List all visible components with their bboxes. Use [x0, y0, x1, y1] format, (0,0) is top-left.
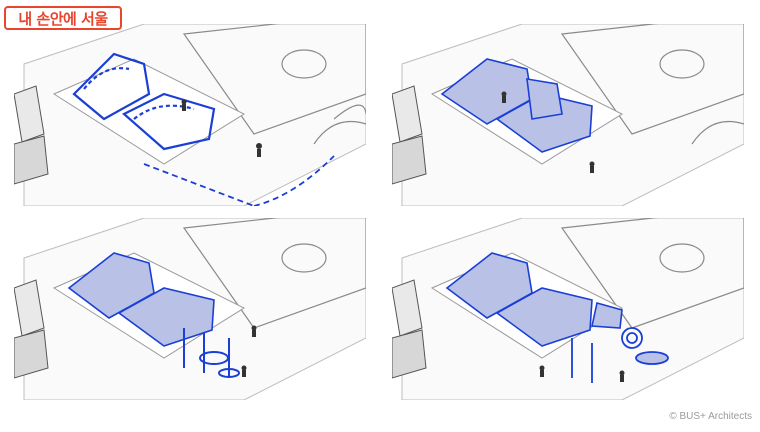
image-credit: © BUS+ Architects: [669, 411, 752, 422]
diagram-panel-step-4: [392, 218, 744, 400]
axonometric-site-plan-2: [392, 24, 744, 206]
neighbor-building: [392, 85, 427, 185]
diagram-panel-step-2: [392, 24, 744, 206]
basketball-court: [182, 218, 366, 329]
neighbor-building: [392, 279, 427, 379]
seoul-logo-badge: 내 손안에 서울: [4, 6, 122, 30]
axonometric-site-plan-1: [14, 24, 366, 206]
people-figures: [539, 365, 625, 382]
play-structure-massing: [440, 58, 593, 153]
neighbor-building: [14, 279, 49, 379]
neighbor-building: [14, 85, 49, 185]
axonometric-site-plan-4: [392, 218, 744, 400]
basketball-court: [560, 24, 744, 145]
axonometric-site-plan-3: [14, 218, 366, 400]
logo-text: 내 손안에 서울: [18, 9, 108, 28]
people-figures: [241, 325, 257, 377]
play-equipment: [183, 328, 240, 378]
play-equipment: [571, 327, 669, 383]
diagram-panel-step-3: [14, 218, 366, 400]
diagram-panel-step-1: [14, 24, 366, 206]
play-structure-massing: [67, 252, 215, 347]
basketball-court: [560, 218, 744, 329]
people-figures: [501, 91, 595, 173]
people-figures: [181, 99, 262, 157]
play-structure-outline: [72, 52, 216, 151]
play-structure-massing: [445, 252, 623, 347]
basketball-court: [182, 24, 366, 145]
